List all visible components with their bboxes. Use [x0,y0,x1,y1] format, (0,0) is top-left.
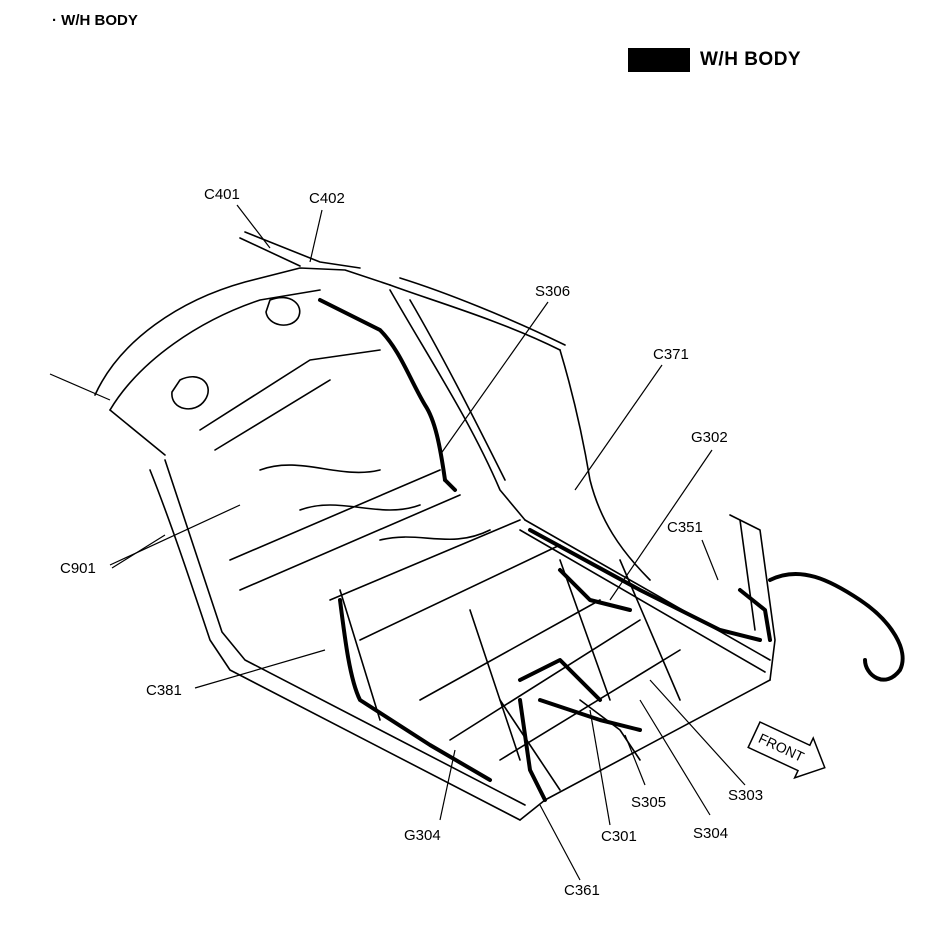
callout-s306: S306 [535,283,571,300]
callout-c401: C401 [204,186,240,203]
callout-c361: C361 [564,882,600,899]
front-arrow: FRONT [747,721,826,780]
body-shell [94,231,776,821]
callout-c301: C301 [601,828,637,845]
legend: W/H BODY [628,48,801,72]
callout-g304: G304 [404,827,441,844]
callout-c402: C402 [309,190,345,207]
callout-c901: C901 [60,560,96,577]
legend-label: W/H BODY [700,49,802,70]
callout-s304: S304 [693,825,729,842]
leader-lines [49,204,746,881]
callout-c371: C371 [653,346,689,363]
callout-c351: C351 [667,519,703,536]
callout-s303: S303 [728,787,764,804]
callout-s305: S305 [631,794,667,811]
wiring-harness [318,298,905,802]
callout-g302: G302 [691,429,728,446]
page-title: · W/H BODY [52,12,138,29]
legend-swatch [628,48,690,72]
callout-c381: C381 [146,682,182,699]
